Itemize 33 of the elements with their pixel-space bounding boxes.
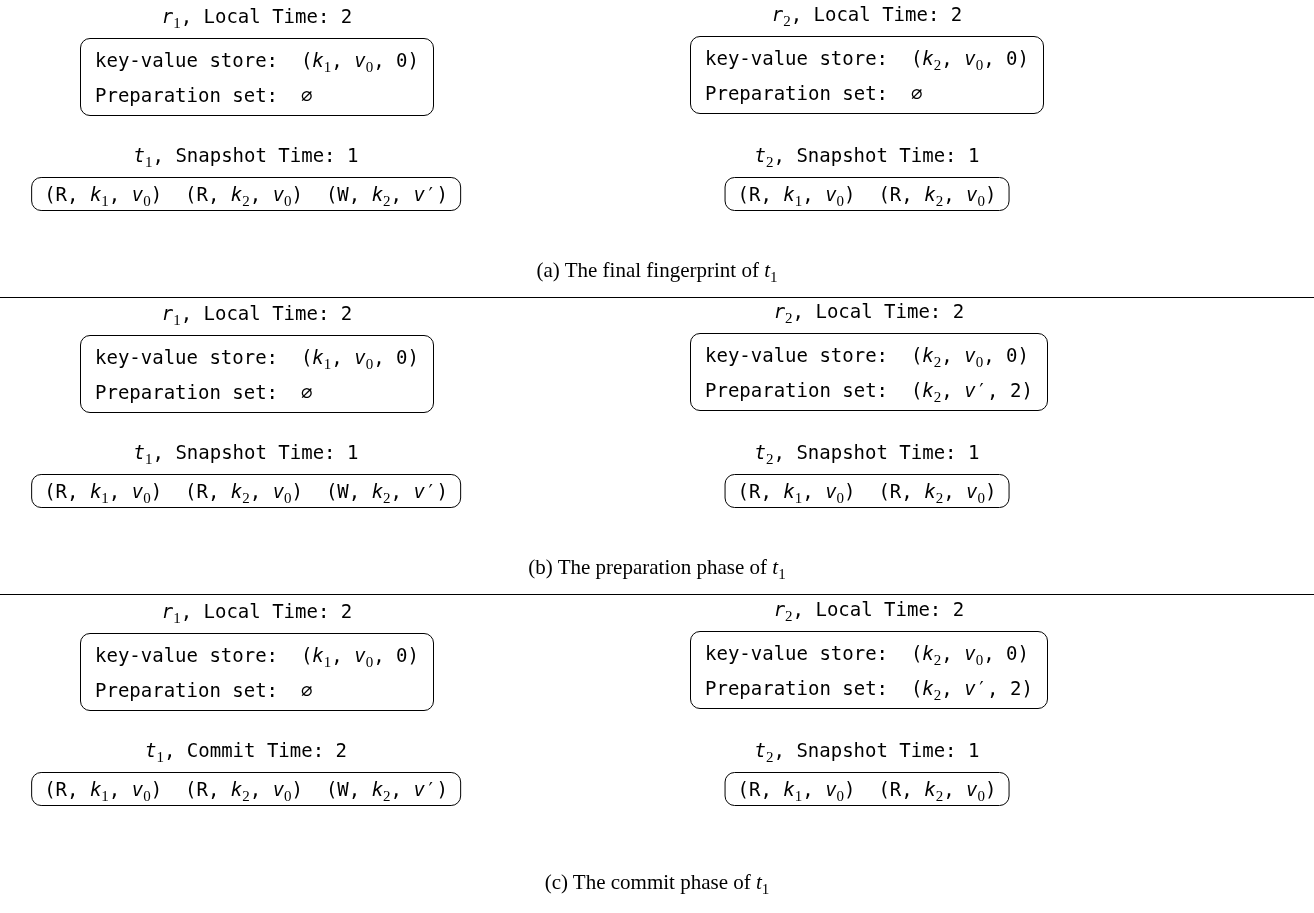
replica-heading: r$_{2}$, Local Time: 2 [771,2,963,31]
panel-caption: (a) The final fingerprint of t$_{1}$ [536,258,778,282]
operation-list: (R, k$_{1}$, v$_{0}$) (R, k$_{2}$, v$_{0}$) [737,778,997,800]
store-entry: key-value store: (k$_{2}$, v$_{0}$, 0) [705,46,1029,75]
panel-caption: (b) The preparation phase of t$_{1}$ [528,555,786,579]
operation-list: (R, k$_{1}$, v$_{0}$) (R, k$_{2}$, v$_{0}$) (W, k$_{2}$, v′) [44,480,448,502]
transaction-heading: t$_{1}$, Snapshot Time: 1 [133,143,359,172]
store-entry: key-value store: (k$_{1}$, v$_{0}$, 0) [95,48,419,77]
transaction-heading: t$_{2}$, Snapshot Time: 1 [754,738,980,767]
store-entry: key-value store: (k$_{2}$, v$_{0}$, 0) [705,641,1030,670]
transaction-heading: t$_{1}$, Snapshot Time: 1 [133,440,359,469]
replica-heading: r$_{1}$, Local Time: 2 [161,599,353,628]
preparation-entry: Preparation set: ∅ [95,83,314,108]
preparation-entry: Preparation set: ∅ [95,678,314,703]
operation-list: (R, k$_{1}$, v$_{0}$) (R, k$_{2}$, v$_{0}$) (W, k$_{2}$, v′) [44,778,448,800]
transaction-heading: t$_{1}$, Commit Time: 2 [145,738,347,767]
operation-list: (R, k$_{1}$, v$_{0}$) (R, k$_{2}$, v$_{0}$) [737,183,997,205]
replica-heading: r$_{2}$, Local Time: 2 [773,597,965,626]
preparation-entry: Preparation set: ∅ [95,380,314,405]
replica-heading: r$_{1}$, Local Time: 2 [161,301,353,330]
store-entry: key-value store: (k$_{1}$, v$_{0}$, 0) [95,345,419,374]
store-entry: key-value store: (k$_{1}$, v$_{0}$, 0) [95,643,419,672]
preparation-entry: Preparation set: (k$_{2}$, v′, 2) [705,676,1033,705]
transaction-heading: t$_{2}$, Snapshot Time: 1 [754,143,980,172]
preparation-entry: Preparation set: (k$_{2}$, v′, 2) [705,378,1033,407]
store-entry: key-value store: (k$_{2}$, v$_{0}$, 0) [705,343,1030,372]
replica-heading: r$_{1}$, Local Time: 2 [161,4,353,33]
operation-list: (R, k$_{1}$, v$_{0}$) (R, k$_{2}$, v$_{0}$) (W, k$_{2}$, v′) [44,183,448,205]
transaction-heading: t$_{2}$, Snapshot Time: 1 [754,440,980,469]
panel-caption: (c) The commit phase of t$_{1}$ [544,870,770,894]
preparation-entry: Preparation set: ∅ [705,81,924,106]
replica-heading: r$_{2}$, Local Time: 2 [773,299,965,328]
operation-list: (R, k$_{1}$, v$_{0}$) (R, k$_{2}$, v$_{0}$) [737,480,997,502]
